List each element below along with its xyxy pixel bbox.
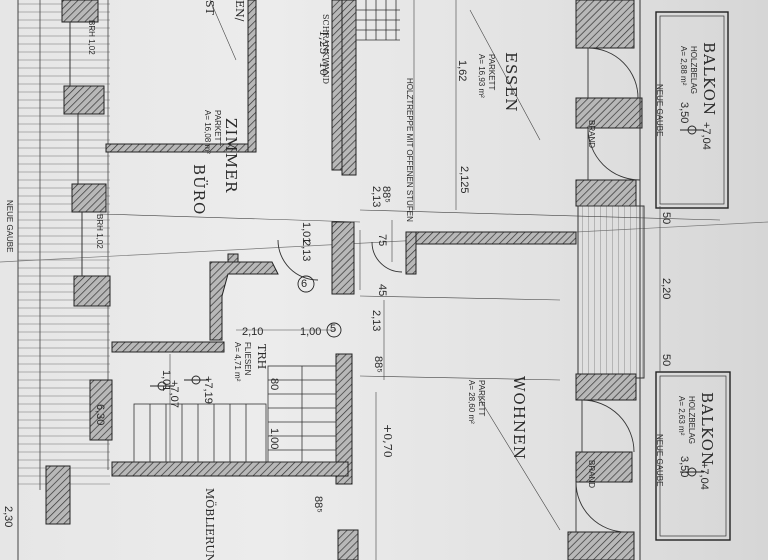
dim-label: 1,62 bbox=[456, 60, 468, 82]
room-label-trh: TRH bbox=[255, 344, 268, 370]
dim-label: 45 bbox=[376, 284, 388, 297]
balcony-area-top: A= 2,88 m² bbox=[679, 46, 688, 86]
dim-label: 1,00 bbox=[268, 428, 280, 450]
level-label: +7,19 bbox=[202, 376, 214, 404]
dim-label: 2,13 bbox=[370, 310, 382, 332]
annotation-notes-st: ST bbox=[203, 0, 216, 15]
left-wall-dormers bbox=[45, 0, 113, 525]
room-label-essen: ESSEN bbox=[502, 52, 520, 113]
balcony-label-bottom: BALKON bbox=[698, 392, 716, 467]
annotation-neue-gaube: NEUE GAUBE bbox=[655, 84, 664, 137]
annotation-moeblierung: MÖBLIERUNG bbox=[203, 488, 216, 560]
dim-label: 6,30 bbox=[94, 404, 106, 426]
room-area-trh: A= 4,71 m² bbox=[233, 342, 242, 382]
balcony-area-bottom: A= 2,63 m² bbox=[677, 396, 686, 436]
dim-label: 3,50 bbox=[678, 456, 690, 478]
room-floor-zimmer: PARKETT bbox=[213, 110, 222, 147]
section-marker-5: 5 bbox=[330, 323, 337, 335]
dim-label: 75 bbox=[376, 234, 388, 247]
balcony-floor-bottom: HOLZBELAG bbox=[687, 396, 696, 445]
room-floor-wohnen: PARKETT bbox=[477, 380, 486, 417]
dim-label: 50 bbox=[660, 212, 672, 225]
dim-label: 88⁵ bbox=[380, 186, 392, 203]
dim-label: 88⁵ bbox=[372, 356, 384, 373]
dim-label: 2,125 bbox=[458, 166, 470, 194]
level-label: +7,04 bbox=[700, 122, 712, 150]
dim-label: 2,20 bbox=[660, 278, 672, 300]
level-label: +7,07 bbox=[168, 380, 180, 408]
exterior-right-wall bbox=[567, 0, 645, 560]
door-swings bbox=[277, 47, 641, 533]
annotation-level-note: +0,70 bbox=[381, 424, 394, 458]
annotation-brh: BRH 1,02 bbox=[87, 20, 96, 55]
annotation-brand: BRAND bbox=[587, 120, 596, 149]
staircase bbox=[133, 0, 400, 463]
annotation-neue-gaube: NEUE GAUBE bbox=[655, 434, 664, 487]
dim-label: 88⁵ bbox=[312, 496, 324, 513]
balcony-floor-top: HOLZBELAG bbox=[689, 46, 698, 95]
dim-label: 1,00 bbox=[300, 326, 322, 338]
annotation-brand: BRAND bbox=[587, 460, 596, 489]
dim-label: 2,30 bbox=[2, 506, 14, 528]
dimension-lines bbox=[99, 0, 721, 560]
balconies bbox=[655, 11, 731, 541]
level-label: +7,04 bbox=[698, 462, 710, 490]
section-marker-6: 6 bbox=[301, 278, 308, 290]
balcony-label-top: BALKON bbox=[700, 42, 718, 117]
annotation-stair-note: HOLZTREPPE MIT OFFENEN STUFEN bbox=[405, 78, 414, 222]
dim-label: 50 bbox=[660, 354, 672, 367]
room-label-wohnen: WOHNEN bbox=[510, 376, 528, 460]
room-area-essen: A= 16,93 m² bbox=[477, 54, 486, 98]
room-area-wohnen: A= 28,60 m² bbox=[467, 380, 476, 424]
room-floor-essen: PARKETT bbox=[487, 54, 496, 91]
room-floor-trh: FLIESEN bbox=[243, 342, 252, 376]
room-label-buero: BÜRO bbox=[190, 164, 208, 216]
level-markers bbox=[150, 125, 704, 477]
dim-label: 2,10 bbox=[242, 326, 264, 338]
annotation-schrankwand: SCHRANKWAND bbox=[321, 14, 330, 85]
annotation-neue-gaube: NEUE GAUBE bbox=[5, 200, 14, 253]
dim-label: 80 bbox=[268, 378, 280, 391]
annotation-brh: BRH 1,02 bbox=[95, 214, 104, 249]
interior-walls bbox=[105, 0, 577, 560]
room-area-zimmer: A= 16,08 m² bbox=[203, 110, 212, 154]
dim-label: 3,50 bbox=[678, 102, 690, 124]
annotation-notes-top: EN/ bbox=[233, 0, 246, 22]
room-label-zimmer: ZIMMER bbox=[222, 118, 240, 194]
dim-label: 2,13 bbox=[300, 240, 312, 262]
